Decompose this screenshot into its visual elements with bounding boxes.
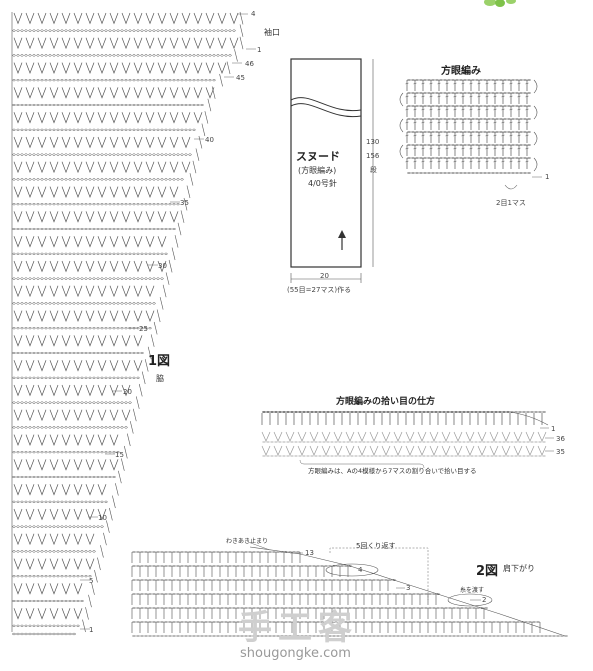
snood-height-a: 130 bbox=[366, 138, 380, 146]
row-number-4: 4 bbox=[251, 10, 256, 18]
snood-width: 20 bbox=[320, 272, 329, 280]
pickup-chart bbox=[261, 410, 554, 469]
row-number-1-top: 1 bbox=[257, 46, 262, 54]
row-number-10: 10 bbox=[98, 514, 107, 522]
snood-hook: 4/0号針 bbox=[308, 179, 337, 188]
pickup-row-1: 1 bbox=[551, 425, 556, 433]
mesh-repeat-note: 2目1マス bbox=[496, 199, 526, 207]
row-number-35: 35 bbox=[180, 199, 189, 207]
figure-1-subtitle: 脇 bbox=[156, 374, 164, 383]
row-number-45: 45 bbox=[236, 74, 245, 82]
shoulder-turn-label: 糸を渡す bbox=[460, 587, 485, 594]
row-number-25: 25 bbox=[139, 325, 148, 333]
shoulder-row-3: 3 bbox=[406, 584, 411, 592]
pickup-row-35: 35 bbox=[556, 448, 565, 456]
figure-2-title: 2図 bbox=[476, 564, 499, 579]
shoulder-end-label: わきあき止まり bbox=[226, 538, 269, 545]
watermark-url: shougongke.com bbox=[240, 646, 351, 661]
row-number-30: 30 bbox=[158, 262, 167, 270]
snood-schematic bbox=[290, 58, 374, 283]
snood-height-b: 156 bbox=[366, 152, 380, 160]
pickup-title: 方眼編みの拾い目の仕方 bbox=[336, 397, 436, 407]
shoulder-row-2: 2 bbox=[482, 596, 487, 604]
snood-title: スヌード bbox=[296, 150, 340, 163]
sleeve-label: 袖口 bbox=[264, 28, 280, 37]
mesh-row-marker: 1 bbox=[545, 173, 550, 181]
row-number-1-bottom: 1 bbox=[89, 626, 94, 634]
snood-stitch: (方眼編み) bbox=[298, 166, 337, 175]
pickup-row-36: 36 bbox=[556, 435, 565, 443]
figure-1-title: 1図 bbox=[148, 354, 171, 369]
row-number-20: 20 bbox=[123, 388, 132, 396]
figure-2-subtitle: 肩下がり bbox=[503, 564, 535, 573]
row-number-40: 40 bbox=[205, 136, 214, 144]
snood-height-unit: 段 bbox=[370, 166, 377, 174]
row-number-5: 5 bbox=[89, 577, 94, 585]
left-crochet-chart bbox=[11, 11, 256, 636]
shoulder-chart bbox=[131, 541, 568, 638]
shoulder-repeat: 5回くり返す bbox=[356, 542, 396, 550]
mesh-stitch-chart bbox=[399, 78, 542, 190]
row-number-46: 46 bbox=[245, 60, 254, 68]
pickup-note: 方眼編みは、Aの4模様から7マスの割り合いで拾い目する bbox=[308, 467, 477, 475]
snood-cast-on: (55目=27マス)作る bbox=[287, 286, 352, 294]
mesh-title: 方眼編み bbox=[441, 66, 481, 77]
watermark-text: 手工客 bbox=[238, 608, 358, 648]
row-number-15: 15 bbox=[115, 451, 124, 459]
shoulder-row-13: 13 bbox=[305, 549, 314, 557]
shoulder-row-4: 4 bbox=[358, 566, 363, 574]
